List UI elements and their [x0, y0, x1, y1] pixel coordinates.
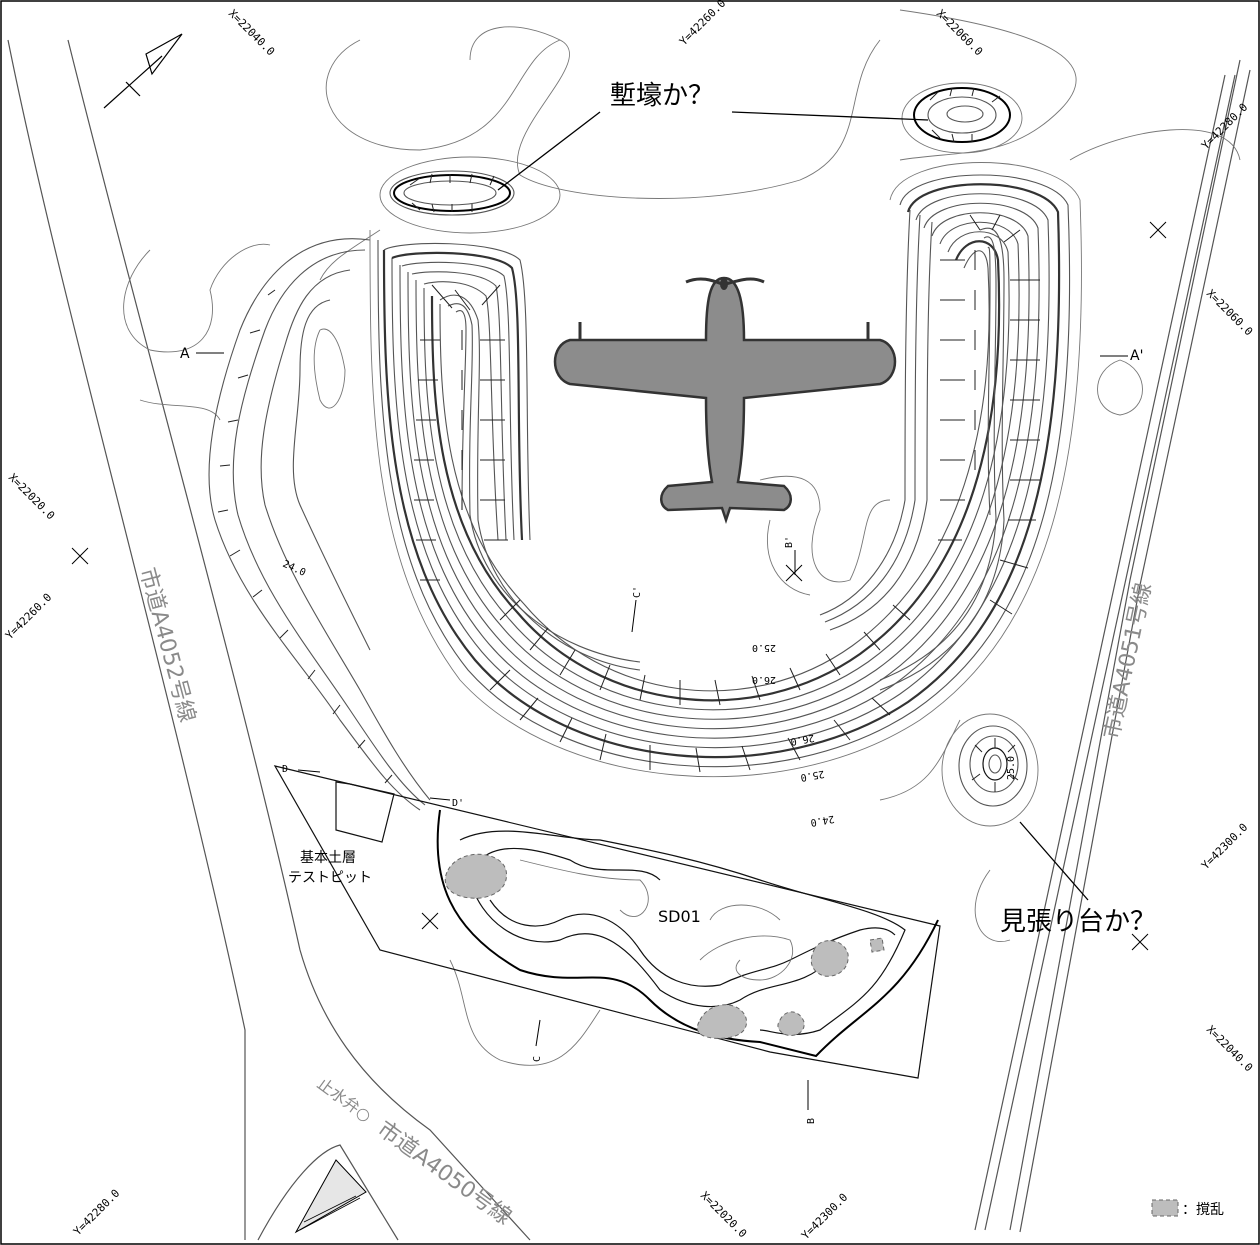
- contour-label-26-lower: 26.0: [790, 732, 816, 747]
- grid-label-y42260-left: Y=42260.0: [3, 591, 54, 642]
- section-lines: [196, 352, 1128, 1110]
- section-c-label: C: [532, 1056, 543, 1062]
- grid-label-x22020-left: X=22020.0: [6, 471, 57, 522]
- contour-label-25-lower: 25.0: [800, 768, 826, 783]
- west-ridge: [208, 238, 431, 811]
- ditch-sd01: [436, 809, 939, 1058]
- slope-hachures: [414, 214, 1040, 773]
- section-d-label: D: [282, 764, 288, 775]
- legend-swatch: [1151, 1199, 1179, 1217]
- contour-label-26: 26.0: [752, 674, 776, 685]
- section-a-prime-label: A': [1130, 348, 1143, 364]
- test-pit-label-line2: テストピット: [288, 870, 372, 886]
- road-a4050: [257, 1144, 399, 1241]
- road-label-a4052: 市道A4052号線: [134, 565, 199, 725]
- grid-label-y42260-top: Y=42260.0: [677, 0, 728, 48]
- grid-label-y42300-bottom: Y=42300.0: [799, 1191, 850, 1242]
- trench-annotation: 塹壕か？: [610, 81, 714, 111]
- stippled-triangle: [294, 1159, 367, 1234]
- grid-label-y42280-right: Y=42280.0: [1199, 101, 1250, 152]
- valve-label: 止水弁○: [314, 1074, 375, 1126]
- section-d-prime-label: D': [452, 798, 464, 809]
- section-c-prime-label: C': [632, 586, 643, 598]
- grid-label-x22020-bottom: X=22020.0: [698, 1189, 749, 1240]
- disturbance-areas: [444, 853, 885, 1039]
- road-a4051: [974, 59, 1251, 1233]
- grid-cross-marks: [71, 221, 1167, 951]
- grid-label-x22040-right: X=22040.0: [1204, 1023, 1255, 1074]
- section-a-label: A: [180, 346, 190, 362]
- grid-label-y42300-right: Y=42300.0: [1199, 821, 1250, 872]
- trench-pit-upper-right: [901, 82, 1023, 154]
- grid-label-x22040-top: X=22040.0: [226, 7, 277, 58]
- contour-label-25: 25.0: [752, 642, 776, 653]
- airplane-icon: [553, 276, 897, 524]
- contour-label-25-lookout: 25.0: [1006, 756, 1017, 780]
- test-pit-label-line1: 基本土層: [300, 849, 356, 866]
- grid-label-x22060-top: X=22060.0: [934, 7, 985, 58]
- sd01-label: SD01: [658, 907, 701, 926]
- road-label-a4050: 市道A4050号線: [372, 1117, 515, 1231]
- grid-label-y42280-bottom: Y=42280.0: [71, 1187, 122, 1238]
- contour-label-24-lower: 24.0: [810, 813, 836, 828]
- trench-pit: [379, 156, 561, 234]
- grid-label-x22060-right: X=22060.0: [1204, 287, 1255, 338]
- pointer-lines: [497, 111, 1089, 901]
- u-shaped-earthwork: [369, 162, 1082, 778]
- lookout-annotation: 見張り台か？: [1000, 907, 1156, 937]
- section-b-prime-label: B': [784, 536, 795, 548]
- road-a4052: [7, 39, 531, 1241]
- legend-label: ：撹乱: [1182, 1202, 1224, 1218]
- lookout-mound: [941, 713, 1039, 827]
- section-b-label: B: [806, 1118, 817, 1124]
- north-arrow-icon: [103, 33, 183, 109]
- excavation-area: [273, 765, 941, 1079]
